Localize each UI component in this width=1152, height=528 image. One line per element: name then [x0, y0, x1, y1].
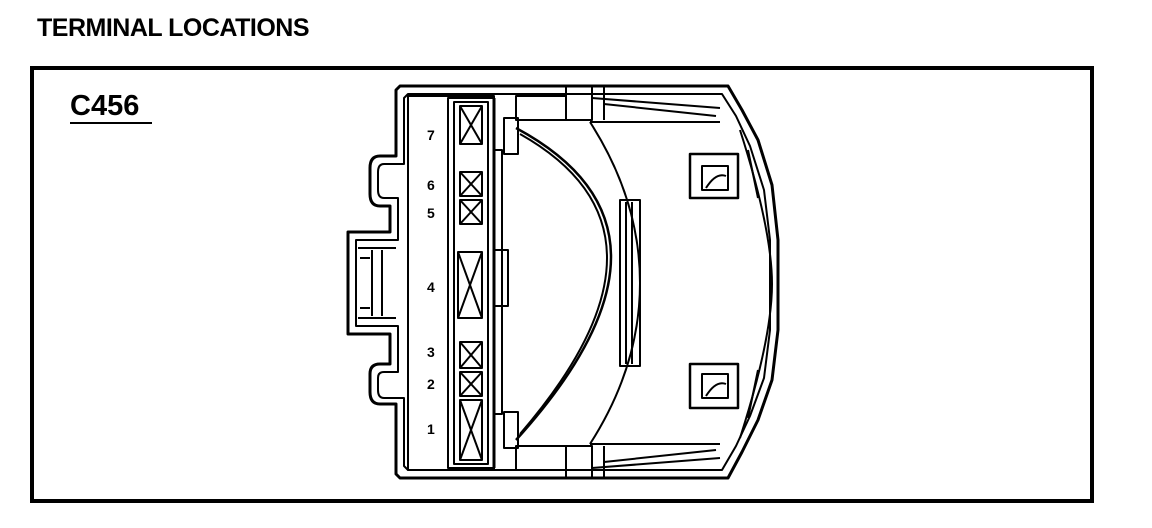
- right-profile: [739, 129, 773, 439]
- pin-label-1: 1: [427, 421, 435, 437]
- terminal-cavity-7: [459, 105, 483, 145]
- lock-window-bottom: [688, 362, 740, 410]
- pin-label-6: 6: [427, 177, 435, 193]
- page-title: TERMINAL LOCATIONS: [37, 14, 310, 42]
- pin-label-7: 7: [427, 127, 435, 143]
- terminal-cavity-1: [459, 399, 483, 461]
- pin-label-3: 3: [427, 344, 435, 360]
- pin-label-4: 4: [427, 279, 435, 295]
- latch-detail: [358, 247, 396, 319]
- diagram-frame: C456: [30, 66, 1094, 503]
- terminal-column: [407, 95, 509, 471]
- terminal-cavity-3: [459, 341, 483, 369]
- terminal-cavity-5: [459, 199, 483, 225]
- retainer-blocks: [503, 85, 721, 479]
- terminal-cavity-6: [459, 171, 483, 197]
- pin-label-2: 2: [427, 376, 435, 392]
- center-rib: [619, 199, 641, 367]
- connector-id-underline: [70, 122, 152, 124]
- terminal-cavity-4: [457, 251, 483, 319]
- lock-window-top: [688, 152, 740, 200]
- terminal-cavity-2: [459, 371, 483, 397]
- housing-outline: [346, 84, 780, 480]
- pin-label-5: 5: [427, 205, 435, 221]
- connector-id: C456: [70, 90, 140, 122]
